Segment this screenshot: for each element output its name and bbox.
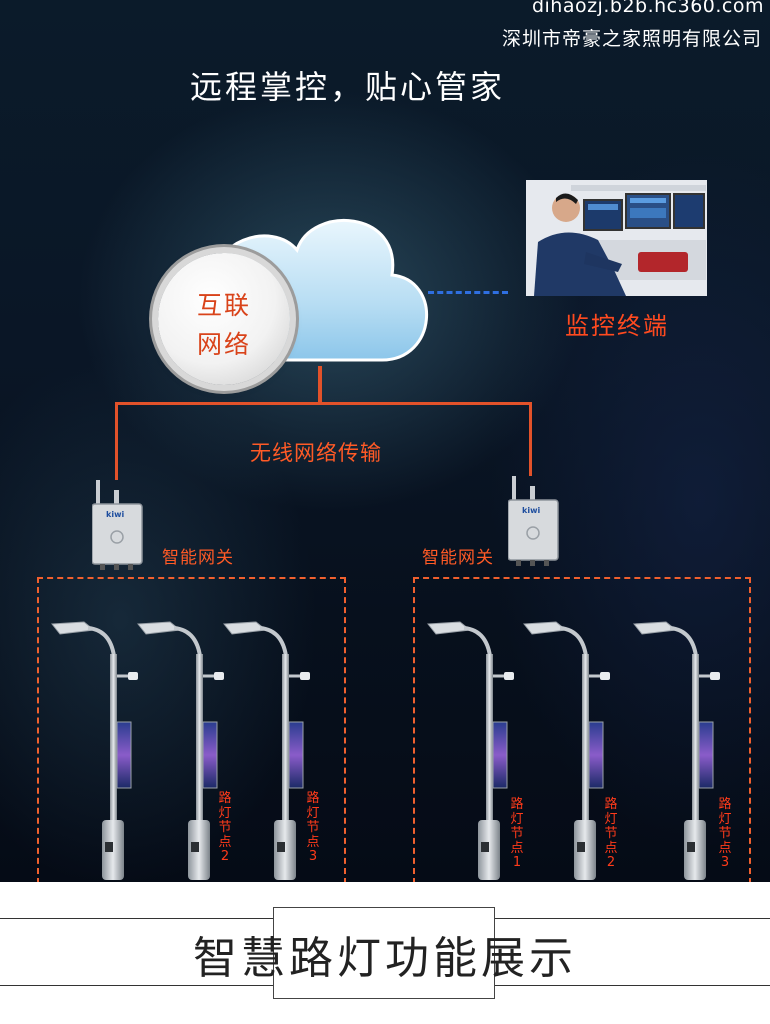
street-light-pole-icon — [50, 620, 145, 882]
street-light-pole-icon — [632, 620, 727, 882]
street-light-pole-icon — [136, 620, 231, 882]
street-light-pole-icon — [522, 620, 617, 882]
gateway-label: 智能网关 — [422, 548, 494, 568]
left-drop-line — [115, 402, 118, 480]
cloud-monitor-link — [428, 291, 508, 294]
wireless-label: 无线网络传输 — [250, 441, 382, 465]
left-node-group — [37, 577, 346, 882]
gateway-brand: kiwi — [522, 506, 541, 515]
footer-highlight-box — [273, 907, 495, 999]
gateway-label: 智能网关 — [162, 548, 234, 568]
topology-scene: dihaozj.b2b.hc360.com 深圳市帝豪之家照明有限公司 远程掌控… — [0, 0, 770, 882]
right-node-group — [413, 577, 751, 882]
watermark-url: dihaozj.b2b.hc360.com — [531, 0, 764, 17]
company-name: 深圳市帝豪之家照明有限公司 — [501, 28, 762, 50]
gateway-device-icon: kiwi — [91, 480, 144, 570]
right-drop-line — [529, 402, 532, 476]
internet-label-line1: 互联 — [196, 291, 251, 320]
street-light-pole-icon — [426, 620, 521, 882]
monitoring-terminal-image — [526, 180, 707, 296]
gateway-brand: kiwi — [106, 510, 125, 519]
wireless-bus-line — [115, 402, 532, 405]
footer-title: 智慧路灯功能展示 — [193, 933, 577, 984]
internet-label-line2: 网络 — [196, 330, 251, 359]
internet-badge: 互联 网络 — [158, 253, 290, 385]
headline: 远程掌控，贴心管家 — [190, 68, 506, 106]
cloud-down-line — [318, 366, 322, 404]
gateway-device-icon: kiwi — [507, 476, 560, 566]
monitoring-terminal-label: 监控终端 — [565, 312, 669, 340]
street-light-pole-icon — [222, 620, 317, 882]
